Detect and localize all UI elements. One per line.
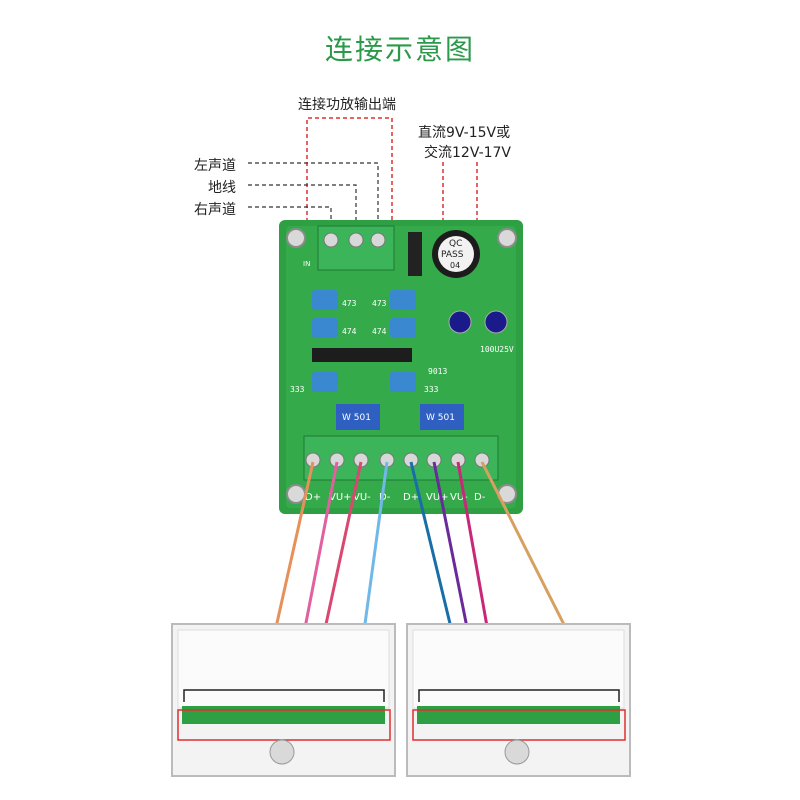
amp-output-bracket: [306, 117, 393, 250]
pot-label-right: W 501: [426, 413, 455, 423]
output-terminal-label-2: VU+: [329, 492, 352, 503]
input-screws: [323, 232, 386, 248]
pot-label-left: W 501: [342, 413, 371, 423]
cap-code-2: 473: [372, 299, 387, 308]
film-cap-3: [312, 318, 338, 338]
mount-hole-bl: [286, 484, 306, 504]
output-terminal-label-7: VU-: [450, 492, 468, 503]
cap-code-5: 333: [290, 385, 305, 394]
mount-hole-tr: [497, 228, 517, 248]
cap-code-labels: 473 473 474 474 333 333: [290, 299, 439, 394]
diagram-title: 连接示意图: [324, 33, 475, 66]
film-cap-2: [390, 290, 416, 310]
output-terminal-label-1: D+: [305, 492, 321, 503]
output-screws: [305, 452, 490, 468]
film-capacitors: [312, 290, 416, 392]
input-screw-1: [323, 232, 339, 248]
transistor-label: 9013: [428, 367, 447, 376]
output-terminal-label-3: VU-: [353, 492, 371, 503]
guide-lines: [306, 117, 478, 250]
output-terminal-label-5: D+: [403, 492, 419, 503]
potentiometer-left: [336, 404, 380, 430]
film-cap-5: [312, 372, 338, 392]
relay-top: [438, 236, 474, 272]
vu-meter-left: [171, 623, 396, 777]
potentiometer-right: [420, 404, 464, 430]
relay-text-qc: QC: [449, 239, 462, 249]
vu-meter-right-lamp: [504, 739, 530, 765]
cap-code-6: 333: [424, 385, 439, 394]
power-ac-label: 交流12V-17V: [424, 145, 512, 161]
relay-text-pass: PASS: [441, 250, 464, 260]
pcb-board: IN QC PASS 04 100U25V 473 473 474 474 33…: [279, 220, 523, 514]
output-screw-8: [474, 452, 490, 468]
vu-meter-right-outline: [418, 689, 620, 702]
relay-text-04: 04: [450, 261, 460, 270]
output-terminal-label-8: D-: [474, 492, 486, 503]
film-cap-1: [312, 290, 338, 310]
electrolytic-cap-1: [448, 310, 472, 334]
ground-label: 地线: [208, 180, 236, 196]
cap-code-1: 473: [342, 299, 357, 308]
vu-meter-left-outline: [183, 689, 385, 702]
left-channel-leader: [248, 162, 379, 238]
amp-output-label: 连接功放输出端: [298, 97, 396, 113]
output-terminal-label-6: VU+: [426, 492, 449, 503]
ic-chip: [312, 348, 412, 362]
vu-meter-right-window: [412, 629, 625, 709]
vu-meter-left-lamp: [269, 739, 295, 765]
output-terminal-labels: D+VU+VU-D-D+VU+VU-D-: [305, 492, 486, 503]
mount-hole-tl: [286, 228, 306, 248]
vu-meter-right-pcb: [417, 706, 620, 724]
cap-code-4: 474: [372, 327, 387, 336]
vu-meter-left-pcb: [182, 706, 385, 724]
input-screw-3: [370, 232, 386, 248]
input-screw-2: [348, 232, 364, 248]
film-cap-4: [390, 318, 416, 338]
film-cap-6: [390, 372, 416, 392]
left-channel-label: 左声道: [194, 158, 236, 174]
output-terminal-label-4: D-: [379, 492, 391, 503]
vu-meter-left-window: [177, 629, 390, 709]
right-channel-label: 右声道: [194, 202, 236, 218]
power-dc-label: 直流9V-15V或: [418, 125, 511, 141]
electrolytic-cap-2: [484, 310, 508, 334]
power-connector: [408, 232, 422, 276]
cap-code-3: 474: [342, 327, 357, 336]
input-marker: IN: [303, 260, 310, 268]
capacitor-rating: 100U25V: [480, 345, 514, 354]
vu-meter-right: [406, 623, 631, 777]
